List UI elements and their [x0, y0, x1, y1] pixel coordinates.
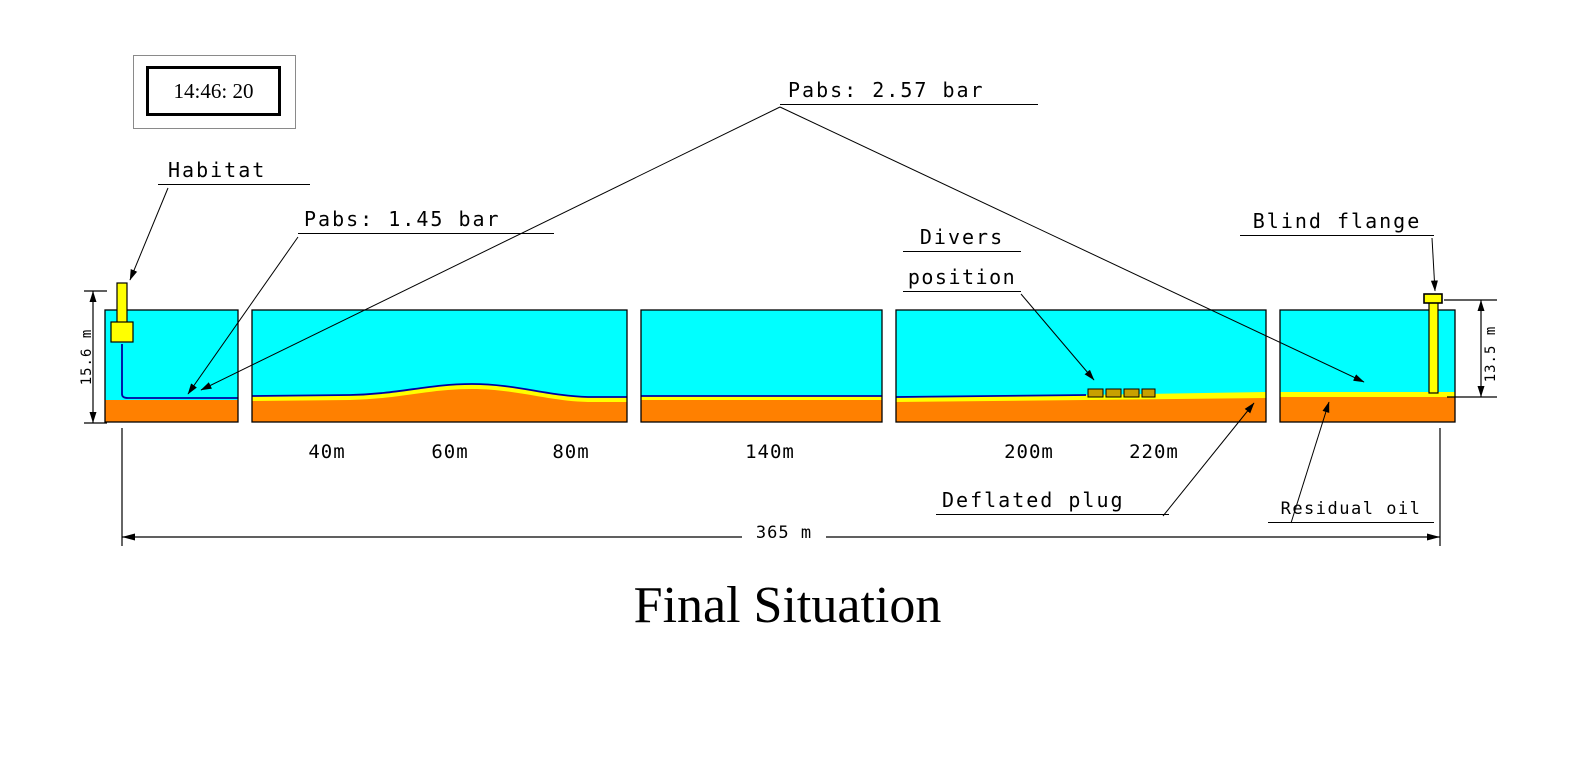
pabs-habitat-label: Pabs: 1.45 bar — [298, 205, 554, 234]
dimension-left-depth — [84, 290, 107, 424]
leader-lines — [129, 106, 1438, 524]
pipe-segment-1 — [104, 309, 239, 423]
segment-outline-3 — [640, 309, 883, 423]
segment-outline-5 — [1279, 309, 1456, 423]
pipe-segment-3 — [640, 309, 883, 423]
segment-outline-2 — [251, 309, 628, 423]
distance-mark-140m: 140m — [745, 441, 795, 463]
right-depth-dimension: 13.5 m — [1483, 325, 1499, 383]
leader-pabs-pipeline-right — [779, 106, 1365, 383]
pipe-segment-4 — [895, 309, 1267, 423]
habitat-label: Habitat — [158, 156, 310, 185]
seabed-oil-4 — [896, 398, 1266, 422]
timestamp-display: 14:46: 20 — [146, 66, 281, 116]
pabs-pipeline-label: Pabs: 2.57 bar — [780, 76, 1038, 105]
seabed-oil-5 — [1280, 397, 1455, 422]
total-length-dimension: 365 m — [742, 523, 826, 543]
divers-label-line2: position — [903, 263, 1021, 292]
hose-line-1 — [121, 344, 238, 399]
leader-blind-flange — [1430, 237, 1438, 292]
left-depth-dimension: 15.6 m — [79, 328, 95, 386]
habitat-structure — [110, 282, 134, 343]
leader-residual-oil — [1290, 401, 1330, 524]
seabed-oil-3 — [641, 400, 882, 422]
hose-line-2 — [251, 383, 627, 398]
leader-pabs-pipeline-left — [200, 106, 781, 391]
dimension-right-depth — [1444, 299, 1497, 398]
distance-mark-40m: 40m — [308, 441, 346, 463]
deflated-plug-label: Deflated plug — [936, 486, 1169, 515]
pipe-segment-2 — [251, 309, 628, 423]
segment-outline-4 — [895, 309, 1267, 423]
habitat-chamber — [110, 321, 134, 343]
timestamp-text: 14:46: 20 — [173, 78, 254, 103]
distance-mark-200m: 200m — [1004, 441, 1054, 463]
page-title: Final Situation — [633, 577, 942, 634]
distance-mark-80m: 80m — [552, 441, 590, 463]
hose-line-4 — [895, 394, 1087, 398]
divers-equipment — [1087, 388, 1156, 398]
leader-deflated-plug — [1162, 402, 1255, 517]
timestamp-box-outer: 14:46: 20 — [133, 55, 296, 129]
blind-flange-cap — [1423, 293, 1443, 304]
pipe-segment-5 — [1279, 293, 1456, 423]
residual-oil-label: Residual oil — [1268, 497, 1434, 523]
distance-mark-60m: 60m — [431, 441, 469, 463]
leader-divers-position — [1020, 293, 1095, 381]
segment-outline-1 — [104, 309, 239, 423]
habitat-pipe — [116, 282, 128, 325]
blind-flange-pipe — [1428, 301, 1439, 394]
seabed-oil-2 — [252, 389, 627, 422]
seabed-oil-1 — [105, 400, 238, 422]
divers-label-line1: Divers — [903, 223, 1021, 252]
leader-habitat — [129, 187, 169, 281]
leader-pabs-habitat — [187, 236, 299, 395]
distance-mark-220m: 220m — [1129, 441, 1179, 463]
blind-flange-label: Blind flange — [1240, 207, 1434, 236]
